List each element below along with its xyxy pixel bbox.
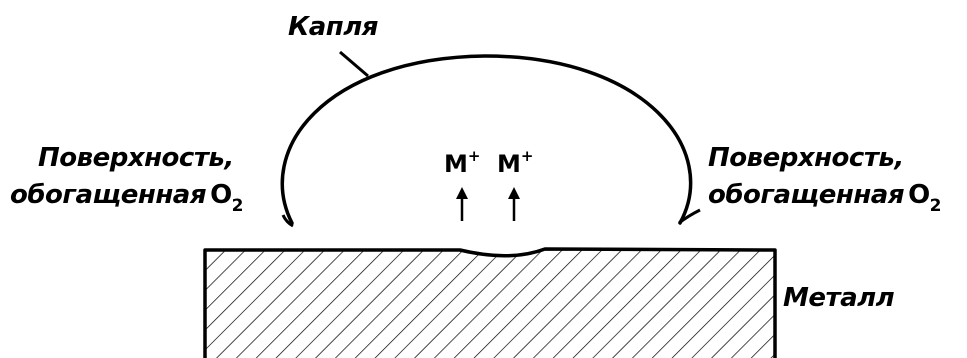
droplet-outline: [282, 56, 690, 223]
metal-ion-right: M+: [497, 149, 533, 178]
surface-right-label-text: обогащенная: [708, 180, 904, 210]
metal-block: [205, 240, 775, 358]
drop-label: Капля: [288, 12, 378, 42]
metal-ion-left: M+: [444, 149, 480, 178]
oxygen-formula-right: O2: [908, 180, 941, 210]
surface-right-label-line1: Поверхность,: [708, 143, 904, 173]
ion-arrow-left: [456, 187, 468, 221]
surface-left-label-line1: Поверхность,: [38, 143, 234, 173]
ion-arrow-right: [508, 187, 520, 221]
oxygen-formula-left: O2: [210, 180, 243, 210]
surface-left-label-text: обогащенная: [10, 180, 206, 210]
drop-leader-line: [340, 52, 368, 76]
metal-label: Металл: [783, 283, 894, 313]
